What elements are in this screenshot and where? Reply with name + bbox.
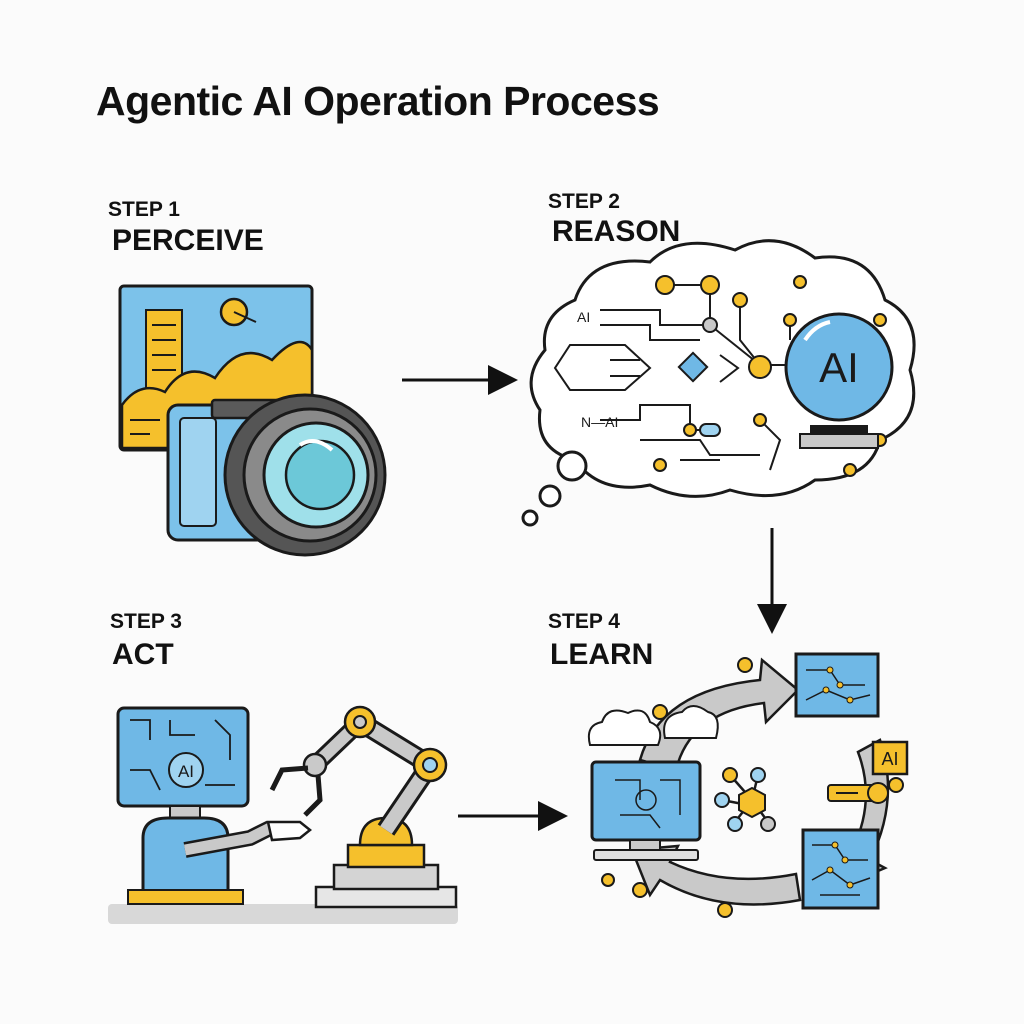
page-title: Agentic AI Operation Process <box>96 78 660 124</box>
ai-badge-icon: AI <box>871 740 909 776</box>
reason-illustration: AI N—AI AI <box>521 239 916 527</box>
ai-globe-icon: AI <box>784 312 894 449</box>
learn-ai-label: AI <box>881 749 898 769</box>
step-1-name: PERCEIVE <box>112 224 264 257</box>
monitor-icon <box>590 760 702 861</box>
robot-icon: AI <box>116 706 313 905</box>
step-4-name: LEARN <box>550 638 654 671</box>
step-2-name: REASON <box>552 215 681 248</box>
cloud-puffs <box>587 705 719 746</box>
robotic-arm-icon <box>269 705 458 909</box>
perceive-illustration <box>118 284 387 557</box>
reason-n-ai-label: N—AI <box>581 414 618 430</box>
step-4-number: STEP 4 <box>548 610 620 633</box>
data-panel-top <box>794 652 880 718</box>
network-icon <box>714 767 776 832</box>
step-3-number: STEP 3 <box>110 610 182 633</box>
reason-ai-small-label: AI <box>577 309 590 325</box>
key-icon <box>827 782 889 804</box>
floor-shadow <box>108 904 458 924</box>
act-illustration: AI <box>108 705 458 924</box>
step-3-name: ACT <box>112 638 174 671</box>
reason-ai-label: AI <box>819 344 859 391</box>
learn-illustration: AI <box>587 652 909 918</box>
data-panel-bottom <box>801 828 880 910</box>
camera-icon <box>166 393 387 557</box>
act-ai-label: AI <box>178 762 194 781</box>
diamond-node <box>677 351 709 383</box>
step-2-number: STEP 2 <box>548 190 620 213</box>
step-1-number: STEP 1 <box>108 198 180 221</box>
